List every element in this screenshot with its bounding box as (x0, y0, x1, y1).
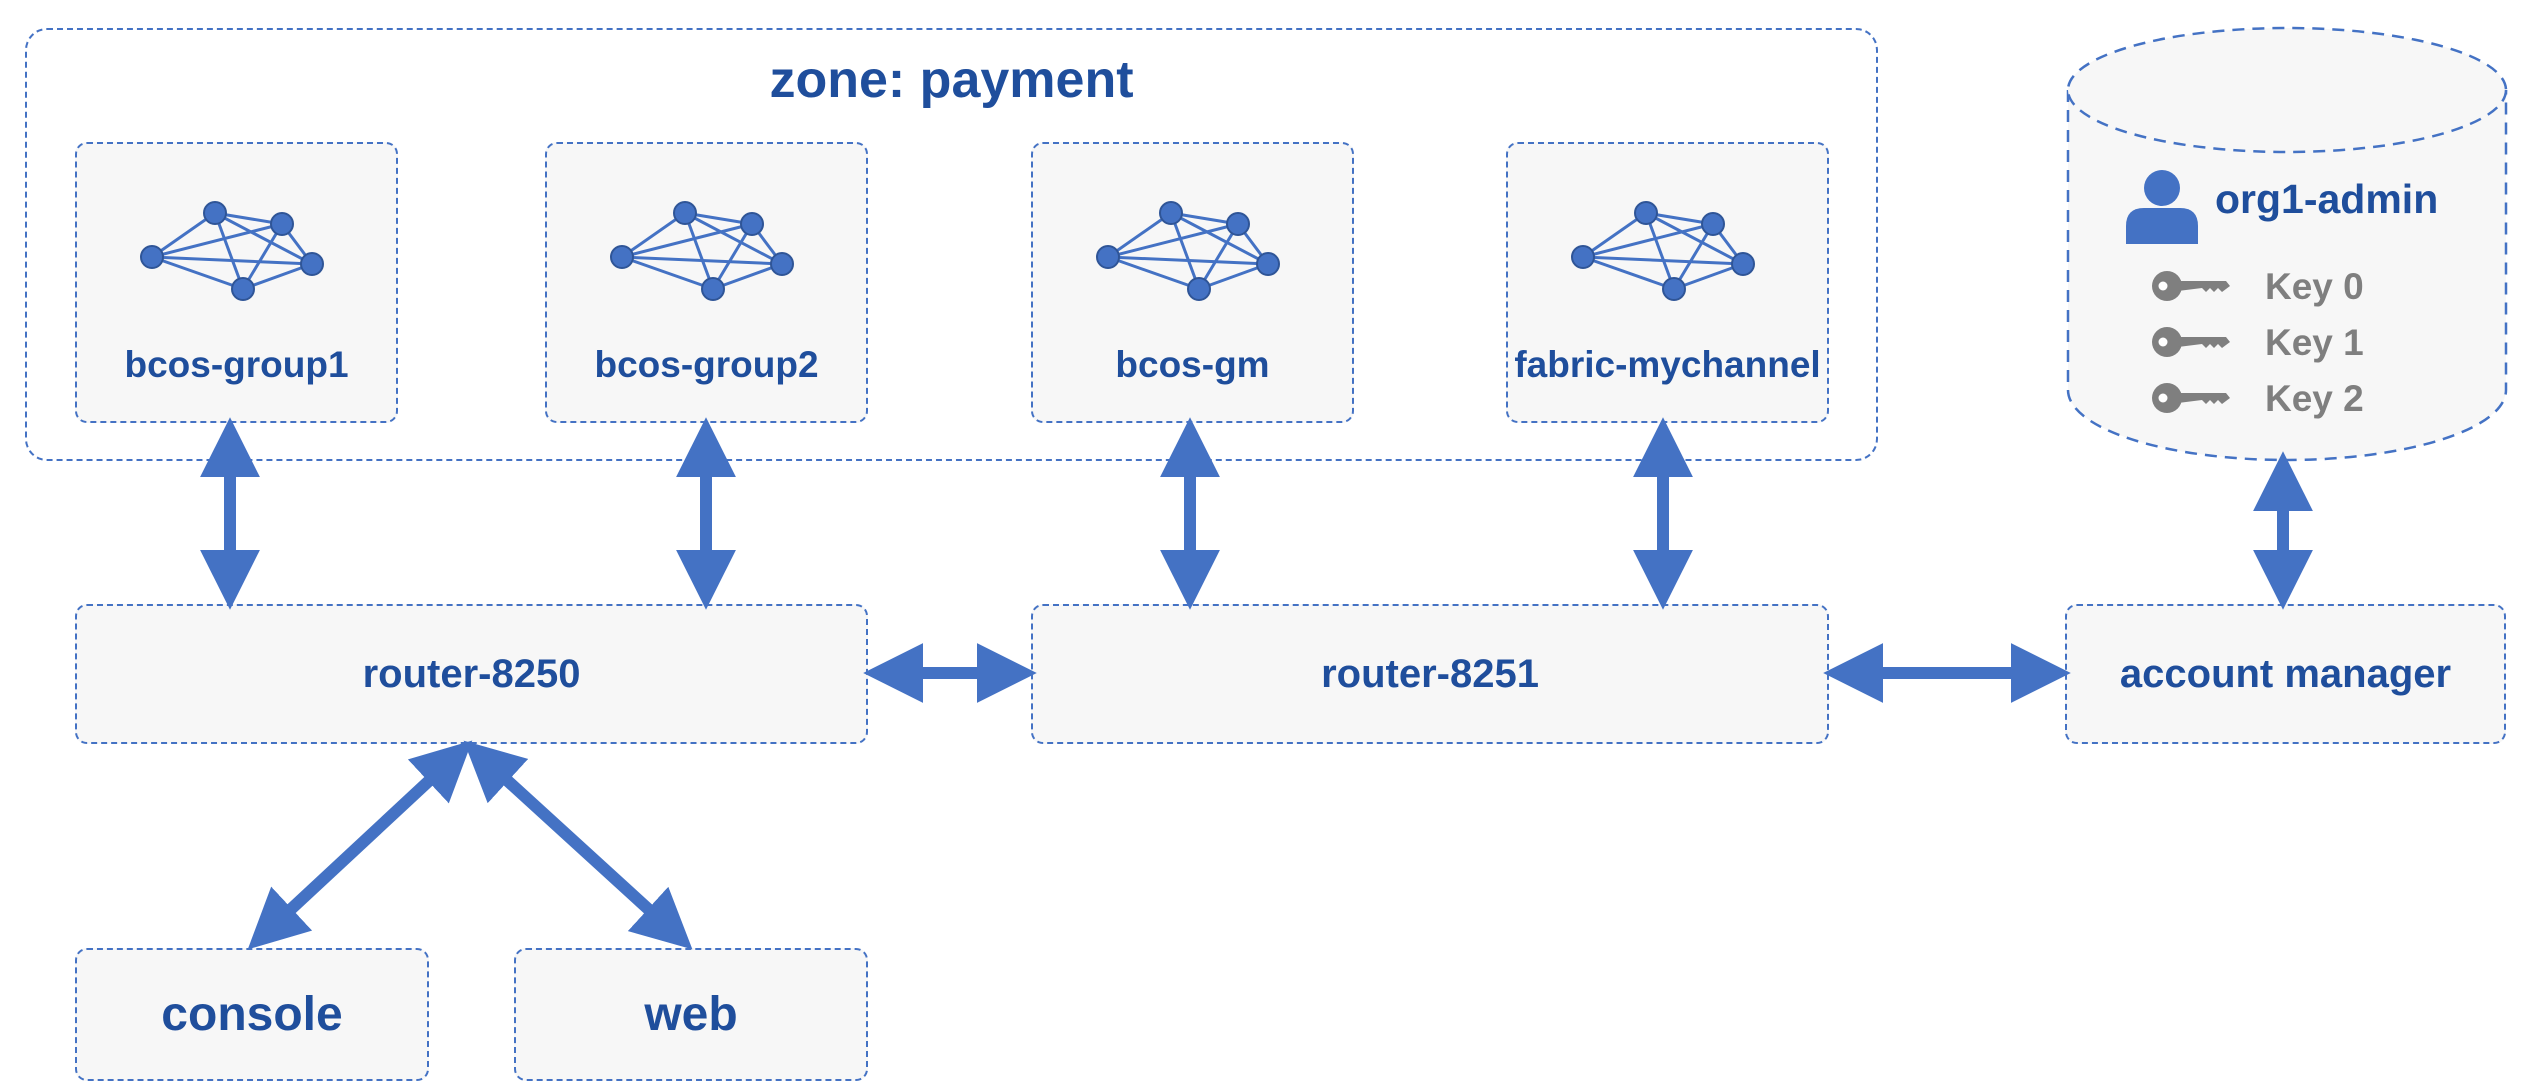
client-console[interactable]: console (75, 948, 429, 1081)
network-node (1186, 277, 1211, 301)
network-node (139, 245, 164, 269)
account-manager[interactable]: account manager (2065, 604, 2506, 744)
network-edge (711, 223, 753, 290)
network-node (672, 201, 697, 225)
network-edge (1107, 222, 1238, 259)
network-node (739, 212, 764, 236)
network-edge (151, 255, 243, 291)
network-edge (1197, 223, 1239, 290)
network-node (1570, 245, 1595, 269)
network-node (1633, 201, 1658, 225)
client-label: web (644, 988, 738, 1041)
network-edge (1581, 211, 1647, 259)
network-edge (241, 262, 313, 291)
network-edge (1169, 212, 1200, 290)
network-node (1158, 201, 1183, 225)
network-node (1255, 252, 1280, 276)
key-item[interactable]: Key 0 (2150, 262, 2390, 312)
network-graph-icon (1095, 201, 1280, 301)
key-item[interactable]: Key 1 (2150, 318, 2390, 368)
chain-label: bcos-gm (1115, 344, 1270, 385)
network-edge (1644, 211, 1744, 266)
network-edge (683, 211, 783, 266)
network-node (1095, 245, 1120, 269)
network-edge (1107, 255, 1268, 266)
router-8251[interactable]: router-8251 (1031, 604, 1829, 744)
chain-label: fabric-mychannel (1514, 344, 1821, 385)
network-edge (683, 212, 714, 290)
network-edge (1169, 211, 1269, 266)
network-node (299, 252, 324, 276)
network-edge (150, 211, 216, 259)
network-edge (711, 262, 783, 291)
account-manager-label: account manager (2119, 651, 2452, 696)
client-label: console (161, 988, 343, 1041)
zone-payment: zone: payment (25, 28, 1878, 461)
network-edge (1106, 211, 1172, 259)
network-graph-icon (139, 201, 324, 301)
router-label: router-8251 (1321, 651, 1539, 696)
key-item[interactable]: Key 2 (2150, 374, 2390, 424)
router-label: router-8250 (362, 651, 581, 696)
network-node (1661, 277, 1686, 301)
chain-label: bcos-group1 (124, 344, 349, 385)
chain-bcos-group1[interactable]: bcos-group1 (75, 142, 398, 423)
key-label: Key 1 (2265, 322, 2364, 363)
network-edge (241, 223, 283, 290)
chain-bcos-group2[interactable]: bcos-group2 (545, 142, 868, 423)
chain-fabric-mychannel[interactable]: fabric-mychannel (1506, 142, 1829, 423)
network-edge (1197, 262, 1269, 291)
network-node (700, 277, 725, 301)
network-graph-icon (609, 201, 794, 301)
network-node (230, 277, 255, 301)
key-icon (2152, 327, 2230, 357)
key-icon (2152, 271, 2230, 301)
account-user-name: org1-admin (2215, 176, 2439, 222)
network-edge (1582, 222, 1713, 259)
network-edge (1107, 255, 1199, 291)
network-edge (621, 255, 782, 266)
network-edge (620, 211, 686, 259)
network-edge (1582, 255, 1674, 291)
network-node (609, 245, 634, 269)
client-web[interactable]: web (514, 948, 868, 1081)
network-edge (1672, 262, 1744, 291)
key-label: Key 2 (2265, 378, 2364, 419)
network-node (1730, 252, 1755, 276)
key-icon (2152, 383, 2230, 413)
zone-title: zone: payment (769, 51, 1134, 109)
user-icon (2126, 170, 2198, 244)
network-node (1225, 212, 1250, 236)
network-edge (213, 211, 313, 266)
network-node (769, 252, 794, 276)
chain-bcos-gm[interactable]: bcos-gm (1031, 142, 1354, 423)
chain-label: bcos-group2 (594, 344, 819, 385)
network-edge (213, 212, 244, 290)
network-graph-icon (1570, 201, 1755, 301)
router-8250[interactable]: router-8250 (75, 604, 868, 744)
key-label: Key 0 (2265, 266, 2364, 307)
network-edge (1672, 223, 1714, 290)
network-edge (1582, 255, 1743, 266)
network-edge (621, 255, 713, 291)
network-edge (151, 222, 282, 259)
network-edge (621, 222, 752, 259)
network-node (269, 212, 294, 236)
arrow-router8250-console (247, 740, 473, 950)
network-node (202, 201, 227, 225)
network-node (1700, 212, 1725, 236)
network-edge (1644, 212, 1675, 290)
network-edge (151, 255, 312, 266)
arrow-router8250-web (463, 740, 693, 950)
